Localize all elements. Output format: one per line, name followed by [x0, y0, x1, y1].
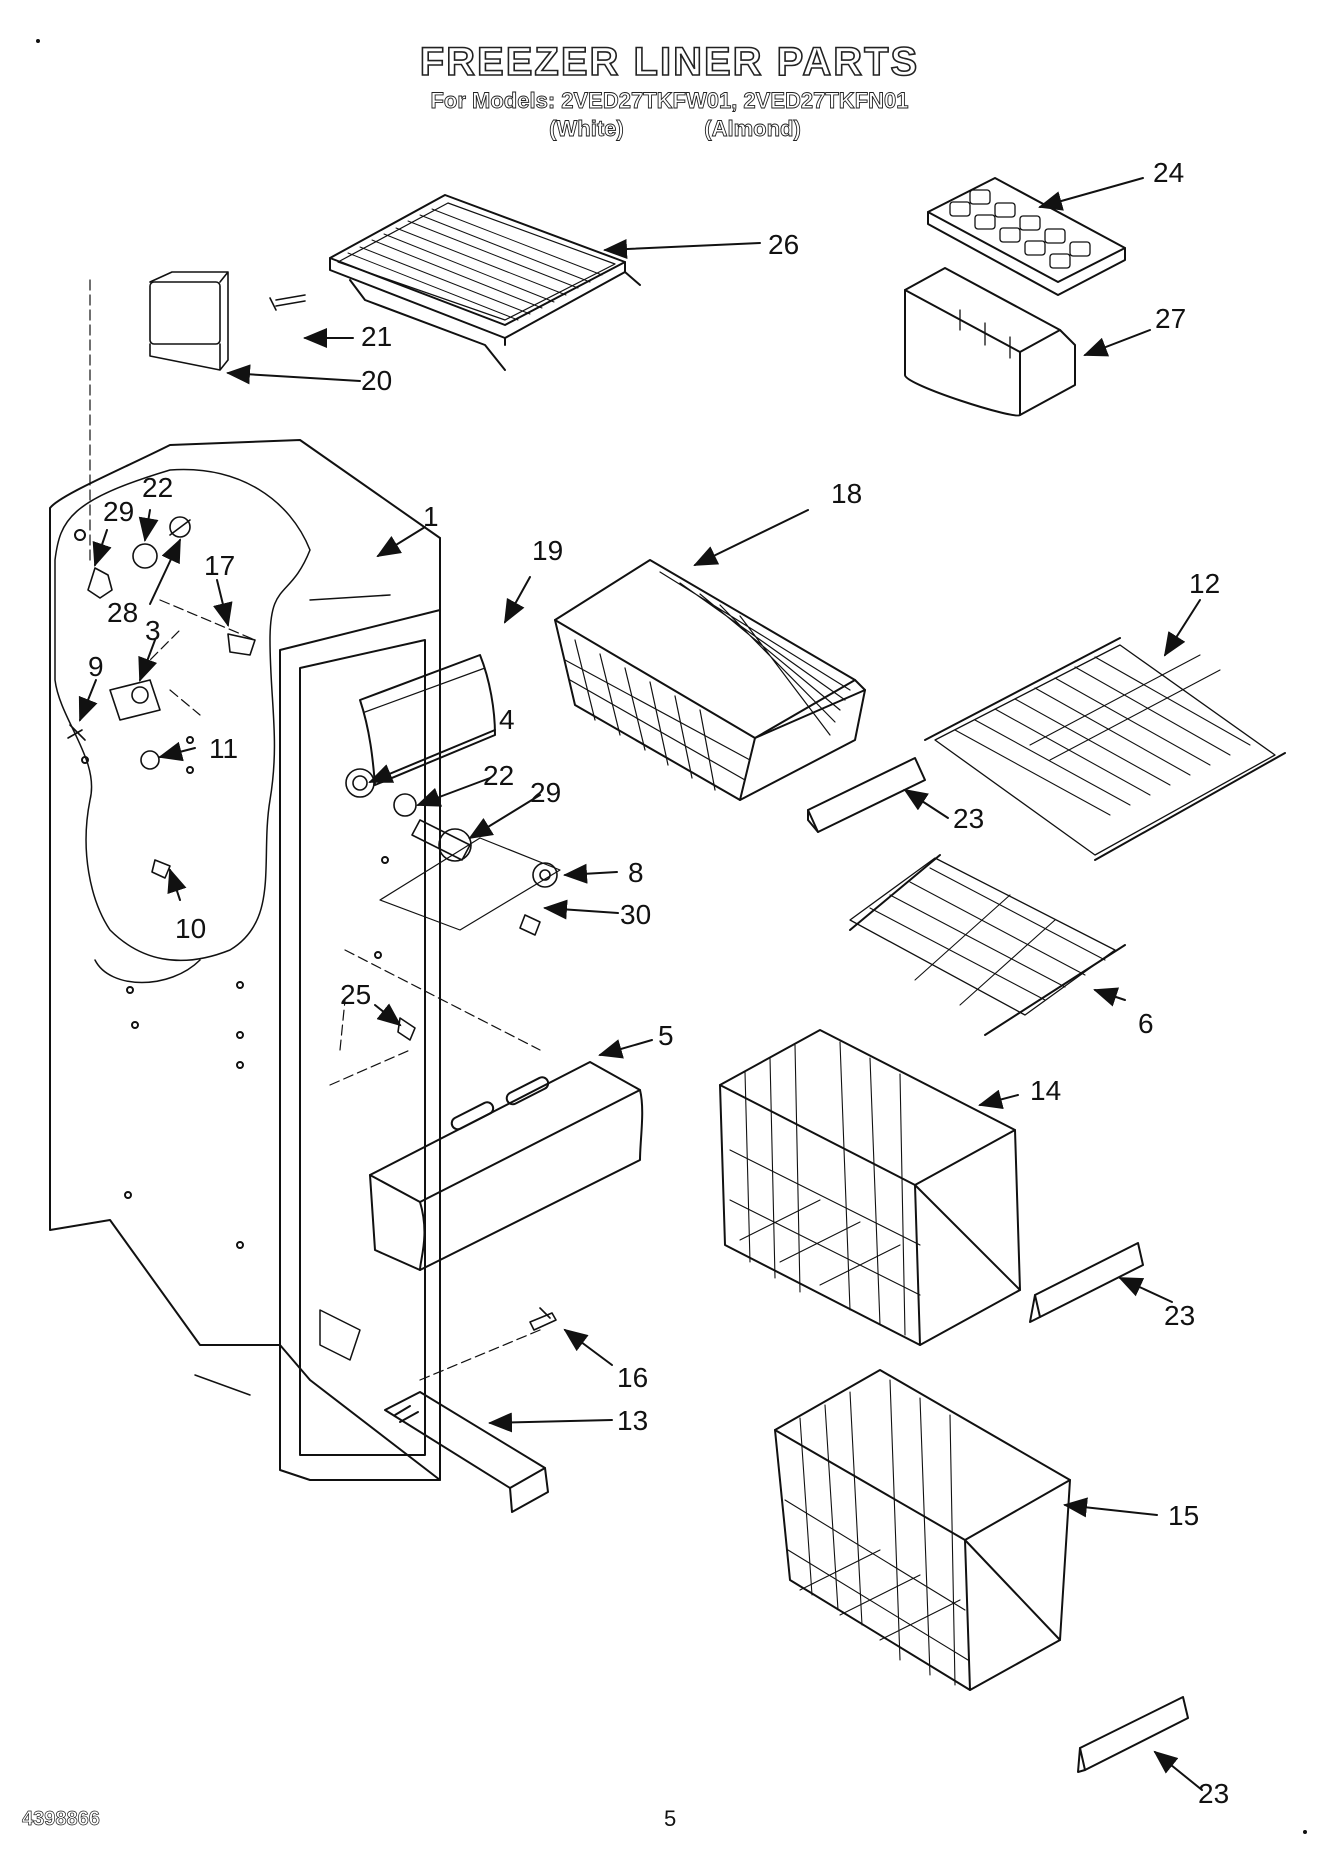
- scan-speck: [36, 39, 40, 43]
- document-number: 4398866: [22, 1808, 101, 1831]
- callout-23-c: 23: [1198, 1778, 1229, 1809]
- callout-3: 3: [145, 615, 161, 646]
- callout-10: 10: [175, 913, 206, 944]
- color-variants: (White) (Almond): [0, 116, 1339, 142]
- callout-8: 8: [628, 857, 644, 888]
- shelf-26: [329, 194, 641, 371]
- trim-23-a: [807, 757, 926, 833]
- callout-28: 28: [107, 597, 138, 628]
- callout-13: 13: [617, 1405, 648, 1436]
- callout-23-b: 23: [1164, 1300, 1195, 1331]
- callout-27: 27: [1155, 303, 1186, 334]
- callout-1: 1: [423, 501, 439, 532]
- callout-labels: 24 26 27 21 20 22 29 1 19 18 12 17 28 3 …: [88, 157, 1229, 1809]
- callout-14: 14: [1030, 1075, 1061, 1106]
- trim-23-b: [1029, 1242, 1144, 1323]
- basket-14: [719, 1029, 1021, 1346]
- callout-20: 20: [361, 365, 392, 396]
- alignment-lines: [139, 599, 541, 1381]
- callout-25: 25: [340, 979, 371, 1010]
- scan-speck: [1303, 1830, 1307, 1834]
- bar-13: [384, 1391, 549, 1513]
- cover-5: [369, 1061, 644, 1271]
- diagram-title: FREEZER LINER PARTS: [419, 39, 920, 85]
- callout-9: 9: [88, 651, 104, 682]
- callout-22-b: 22: [483, 760, 514, 791]
- control-hardware: [67, 271, 561, 1331]
- models-line: For Models: 2VED27TKFW01, 2VED27TKFN01: [430, 88, 909, 114]
- basket-18: [554, 559, 866, 801]
- callout-21: 21: [361, 321, 392, 352]
- callout-12: 12: [1189, 568, 1220, 599]
- callout-5: 5: [658, 1020, 674, 1051]
- ice-bucket-27: [904, 267, 1076, 417]
- callout-4: 4: [499, 704, 515, 735]
- callout-22: 22: [142, 472, 173, 503]
- color-white: (White): [549, 116, 624, 142]
- callout-11: 11: [209, 733, 238, 764]
- callout-30: 30: [620, 899, 651, 930]
- ice-tray-24: [927, 177, 1126, 296]
- leader-arrows: [78, 177, 1203, 1791]
- callout-23-a: 23: [953, 803, 984, 834]
- callout-26: 26: [768, 229, 799, 260]
- basket-15: [774, 1369, 1071, 1691]
- callout-15: 15: [1168, 1500, 1199, 1531]
- trim-23-c: [1077, 1696, 1189, 1773]
- color-almond: (Almond): [704, 116, 801, 142]
- shelf-6: [849, 854, 1126, 1036]
- callout-29: 29: [103, 496, 134, 527]
- shroud-19: [359, 654, 496, 786]
- callout-17: 17: [204, 550, 235, 581]
- callout-29-b: 29: [530, 777, 561, 808]
- page-number: 5: [664, 1806, 677, 1831]
- callout-24: 24: [1153, 157, 1184, 188]
- callout-18: 18: [831, 478, 862, 509]
- callout-19: 19: [532, 535, 563, 566]
- freezer-liner: [49, 279, 441, 1481]
- callout-6: 6: [1138, 1008, 1154, 1039]
- callout-16: 16: [617, 1362, 648, 1393]
- shelf-12: [924, 637, 1286, 861]
